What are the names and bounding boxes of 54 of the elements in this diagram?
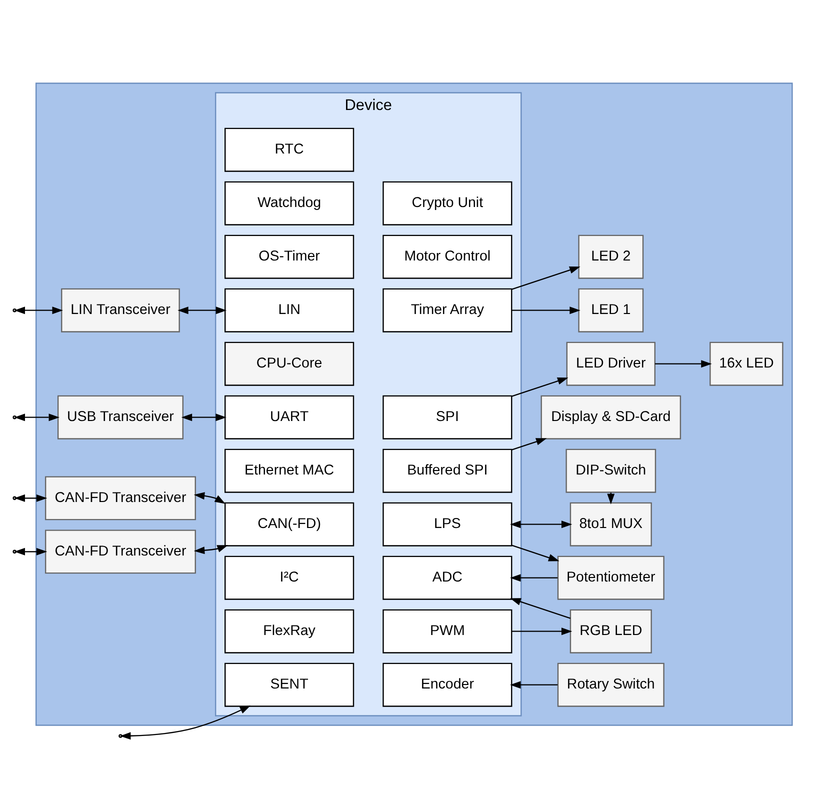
arrow (178, 306, 227, 314)
arrow (194, 492, 226, 504)
node-box: LED 1 (578, 288, 644, 332)
node-box: Rotary Switch (557, 662, 664, 707)
node-box: Display & SD-Card (540, 395, 682, 440)
arrow (14, 414, 60, 422)
node-box: OS-Timer (224, 234, 354, 279)
node-box: 16x LED (710, 342, 784, 386)
arrow (120, 706, 251, 740)
node-box: Buffered SPI (382, 448, 512, 493)
arrow (512, 266, 580, 290)
node-box: CAN(-FD) (224, 502, 354, 546)
arrow (512, 377, 568, 397)
node-box: LIN (224, 288, 354, 332)
node-box: Watchdog (224, 181, 354, 226)
node-box: RGB LED (570, 609, 652, 654)
node-box: CAN-FD Transceiver (44, 530, 196, 574)
node-box: USB Transceiver (57, 395, 184, 440)
node-box: DIP-Switch (566, 448, 656, 493)
node-box: Crypto Unit (382, 181, 512, 226)
arrow (181, 414, 226, 422)
arrow (194, 545, 228, 554)
node-box: PWM (382, 609, 512, 654)
node-box: LED Driver (566, 342, 656, 386)
arrow (510, 520, 572, 528)
node-box: SPI (382, 395, 512, 440)
node-box: CPU-Core (224, 342, 354, 386)
node-box: Timer Array (382, 288, 512, 332)
node-box: LED 2 (578, 234, 644, 279)
node-box: SENT (224, 662, 354, 707)
arrow (512, 628, 572, 636)
node-box: FlexRay (224, 609, 354, 654)
node-box: ADC (382, 556, 512, 600)
node-box: Ethernet MAC (224, 448, 354, 493)
node-box: CAN-FD Transceiver (44, 476, 196, 520)
arrow (510, 598, 571, 619)
arrow (654, 360, 712, 368)
arrow (512, 306, 580, 314)
arrow (510, 574, 558, 582)
node-box: LIN Transceiver (61, 288, 180, 332)
node-box: Potentiometer (557, 556, 664, 600)
node-box: UART (224, 395, 354, 440)
arrow (14, 494, 48, 502)
node-box: LPS (382, 502, 512, 546)
node-box: RTC (224, 128, 354, 172)
arrow (512, 544, 560, 562)
node-box: 8to1 MUX (570, 502, 652, 546)
node-box: Motor Control (382, 234, 512, 279)
arrow (14, 306, 63, 314)
node-box: Encoder (382, 662, 512, 707)
arrow (510, 681, 558, 689)
arrow (512, 438, 547, 450)
arrow (14, 548, 48, 556)
node-box: I²C (224, 556, 354, 600)
